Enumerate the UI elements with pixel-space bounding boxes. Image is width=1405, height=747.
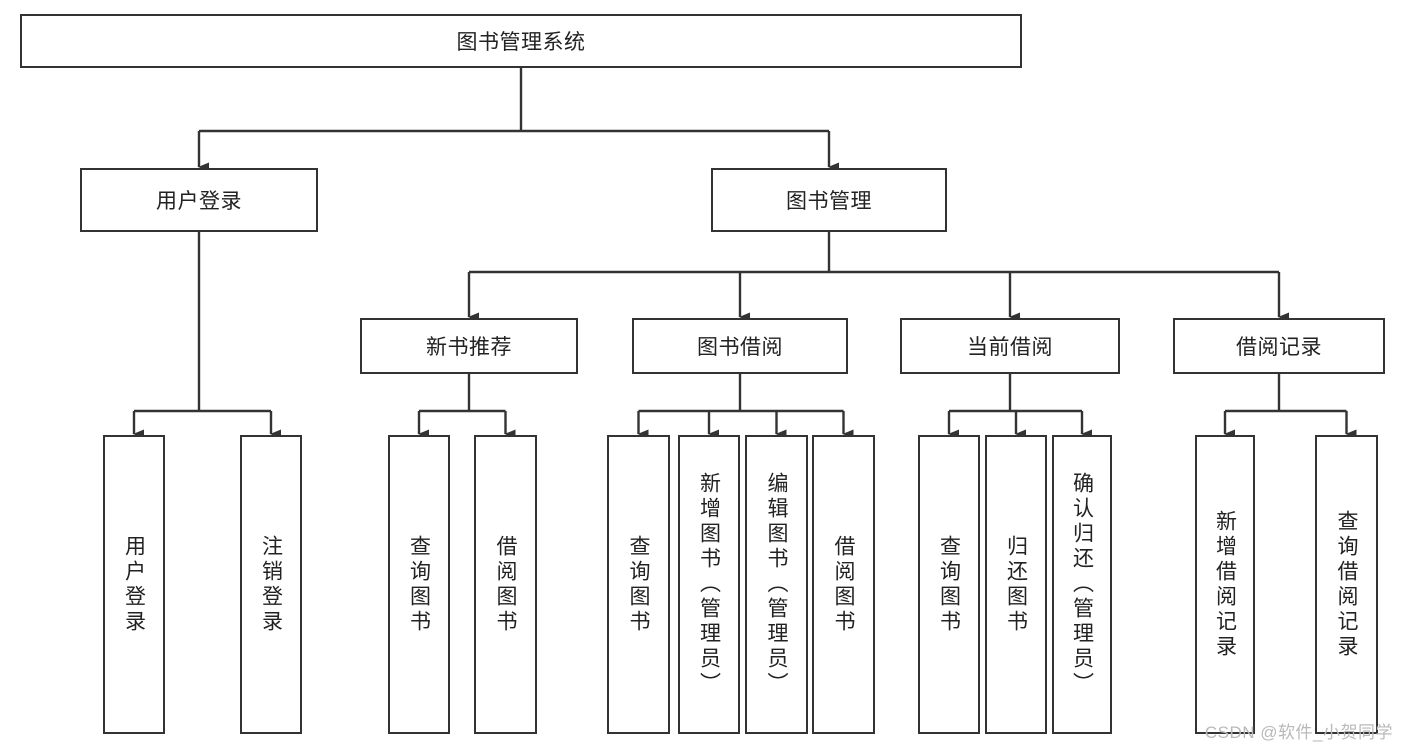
node-label: 图书管理 (786, 190, 872, 213)
node-label: 编辑图书（管理员） (765, 472, 788, 697)
node-label: 当前借阅 (967, 336, 1053, 359)
node-leaf-12[interactable]: 查询借阅记录 (1315, 435, 1378, 734)
node-leaf-3[interactable]: 借阅图书 (474, 435, 537, 734)
node-level1-0[interactable]: 用户登录 (80, 168, 318, 232)
node-leaf-0[interactable]: 用户登录 (103, 435, 165, 734)
node-level2-2[interactable]: 当前借阅 (900, 318, 1120, 374)
node-label: 查询借阅记录 (1335, 509, 1358, 660)
node-label: 查询图书 (407, 534, 431, 635)
node-label: 借阅图书 (832, 534, 855, 635)
node-label: 图书管理系统 (456, 31, 586, 54)
node-leaf-6[interactable]: 编辑图书（管理员） (745, 435, 808, 734)
node-level2-1[interactable]: 图书借阅 (632, 318, 848, 374)
node-leaf-2[interactable]: 查询图书 (388, 435, 450, 734)
node-leaf-9[interactable]: 归还图书 (985, 435, 1047, 734)
node-leaf-7[interactable]: 借阅图书 (812, 435, 875, 734)
node-label: 用户登录 (122, 534, 146, 635)
node-leaf-1[interactable]: 注销登录 (240, 435, 302, 734)
node-level2-3[interactable]: 借阅记录 (1173, 318, 1385, 374)
node-label: 归还图书 (1004, 534, 1028, 635)
node-label: 新增图书（管理员） (697, 472, 721, 697)
node-leaf-8[interactable]: 查询图书 (918, 435, 980, 734)
node-leaf-5[interactable]: 新增图书（管理员） (678, 435, 740, 734)
node-label: 查询图书 (627, 534, 650, 635)
node-label: 用户登录 (156, 190, 242, 213)
node-leaf-10[interactable]: 确认归还（管理员） (1052, 435, 1112, 734)
node-label: 图书借阅 (697, 336, 783, 359)
node-label: 注销登录 (259, 534, 283, 635)
node-label: 新书推荐 (426, 336, 512, 359)
node-label: 查询图书 (937, 534, 961, 635)
node-level1-1[interactable]: 图书管理 (711, 168, 947, 232)
node-level2-0[interactable]: 新书推荐 (360, 318, 578, 374)
node-label: 借阅图书 (494, 534, 517, 635)
node-label: 确认归还（管理员） (1070, 472, 1094, 697)
node-label: 新增借阅记录 (1213, 509, 1237, 660)
node-label: 借阅记录 (1236, 336, 1322, 359)
node-root[interactable]: 图书管理系统 (20, 14, 1022, 68)
watermark-text: CSDN @软件_小贺同学 (1204, 723, 1393, 742)
node-leaf-4[interactable]: 查询图书 (607, 435, 670, 734)
node-leaf-11[interactable]: 新增借阅记录 (1195, 435, 1255, 734)
